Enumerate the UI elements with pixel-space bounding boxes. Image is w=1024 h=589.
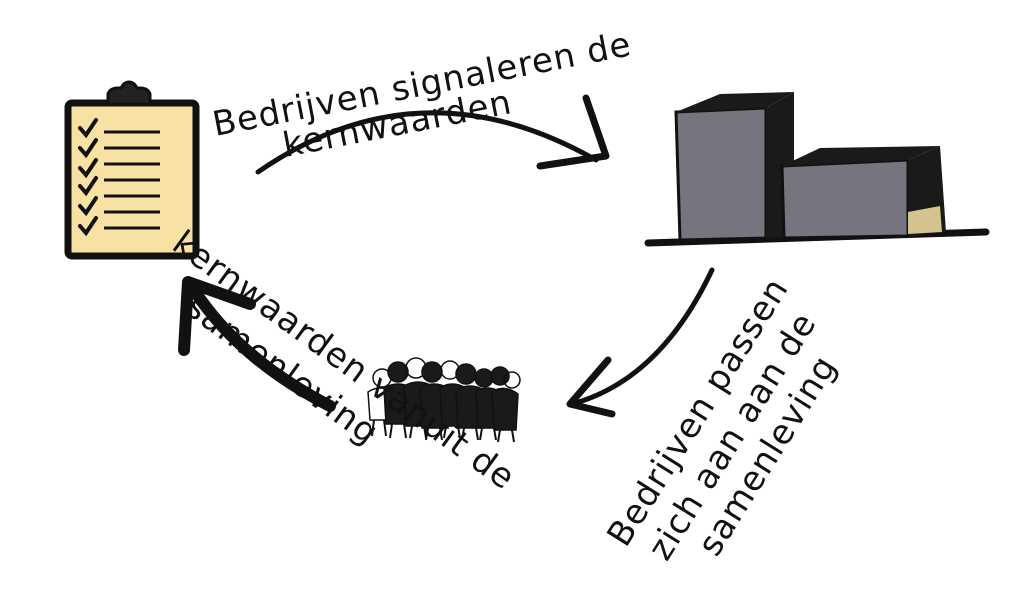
arrow-companies-to-society: [566, 267, 715, 418]
building-highlight: [908, 206, 942, 234]
label-right: Bedrijven passen zich aan aan de samenle…: [600, 271, 846, 568]
clipboard-clip: [106, 80, 152, 106]
low-building-roof: [782, 146, 940, 166]
crowd-icon: [367, 357, 521, 443]
label-top: Bedrijven signaleren de kernwaarden: [209, 24, 634, 165]
checkmark-icons: [78, 118, 98, 237]
buildings-icon: [644, 92, 990, 247]
tall-building-front: [674, 106, 768, 242]
clipboard-checklist-icon: [64, 80, 200, 260]
low-building-front: [780, 158, 910, 240]
checklist-lines: [104, 130, 160, 230]
arrow-values-to-companies: [255, 94, 610, 175]
arrow-society-to-values: [178, 276, 336, 412]
tall-building-roof: [676, 92, 794, 112]
label-left-line1: kernwaarden vanuit de: [165, 223, 523, 498]
